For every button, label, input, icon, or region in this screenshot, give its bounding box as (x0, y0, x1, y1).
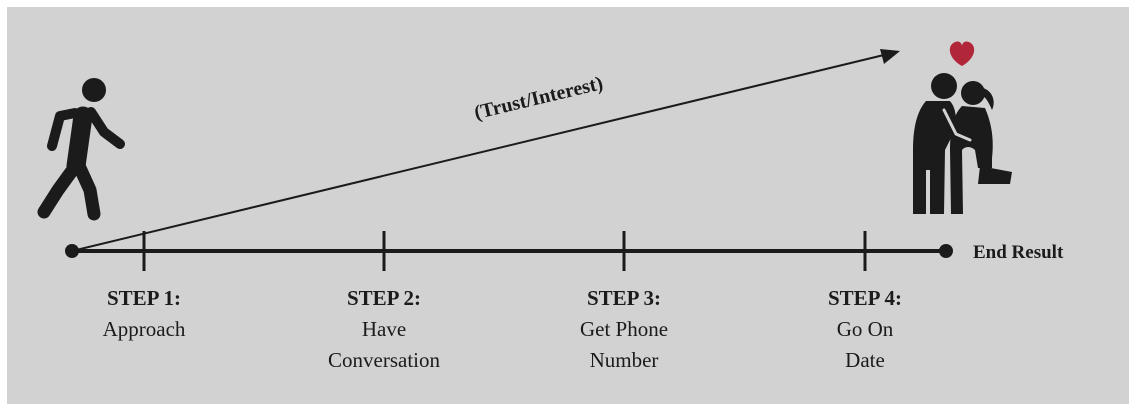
heart-icon (949, 41, 975, 66)
woman-ponytail (981, 88, 994, 110)
kissing-couple-icon (913, 41, 1012, 214)
step-1-text-line-1: Approach (103, 317, 186, 341)
step-2-title: STEP 2: (347, 286, 421, 310)
man-head (931, 73, 957, 99)
step-1-label: STEP 1: Approach (103, 286, 186, 341)
walking-person-icon (37, 78, 125, 221)
diagram-panel: (Trust/Interest) End Result STEP 1: Appr… (7, 7, 1129, 404)
step-4-title: STEP 4: (828, 286, 902, 310)
man-arm (942, 108, 972, 142)
timeline (65, 231, 953, 271)
walker-torso (66, 106, 93, 176)
step-1-title: STEP 1: (107, 286, 181, 310)
walker-arm-back (47, 108, 80, 151)
timeline-start-dot (65, 244, 79, 258)
walker-leg-front (73, 161, 101, 221)
step-4-text-line-1: Go On (837, 317, 894, 341)
walker-arm-front (86, 107, 125, 149)
woman-head (961, 81, 985, 105)
step-2-text-line-1: Have (362, 317, 406, 341)
trust-arrow (71, 49, 900, 252)
trust-arrow-line (71, 53, 889, 252)
step-4-text-line-2: Date (845, 348, 885, 372)
arrowhead-icon (880, 49, 900, 64)
woman-body (950, 106, 993, 214)
walker-leg-back (37, 161, 81, 219)
step-4-label: STEP 4: Go On Date (828, 286, 902, 372)
woman-raised-leg (978, 166, 1012, 184)
step-3-text-line-2: Number (590, 348, 659, 372)
timeline-end-dot (939, 244, 953, 258)
walker-head (82, 78, 106, 102)
step-3-text-line-1: Get Phone (580, 317, 668, 341)
step-3-title: STEP 3: (587, 286, 661, 310)
man-body (913, 101, 956, 214)
step-2-text-line-2: Conversation (328, 348, 440, 372)
step-2-label: STEP 2: Have Conversation (328, 286, 440, 372)
step-3-label: STEP 3: Get Phone Number (580, 286, 668, 372)
end-result-label: End Result (973, 242, 1064, 263)
